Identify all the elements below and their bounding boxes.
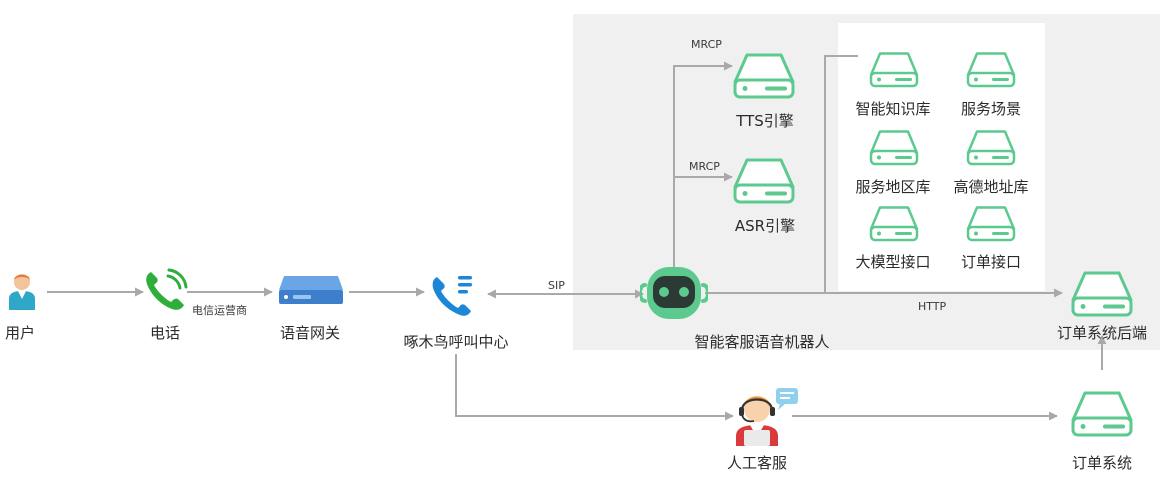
edge-callcenter-agent	[455, 354, 734, 421]
gateway-label: 语音网关	[279, 324, 341, 342]
call-center-icon	[430, 272, 478, 324]
phone-icon	[142, 268, 188, 318]
gateway-device-icon	[278, 274, 344, 310]
user-label: 用户	[4, 324, 36, 342]
mrcp-asr-edge-label: MRCP	[689, 160, 720, 173]
knowledge-base-label: 智能知识库	[855, 100, 931, 118]
edge-robot-data-services	[705, 55, 858, 294]
amap-address-server-icon	[966, 129, 1016, 171]
tts-label: TTS引擎	[736, 112, 794, 130]
robot-icon	[637, 265, 711, 325]
human-agent-label: 人工客服	[726, 454, 788, 472]
http-edge-label: HTTP	[918, 300, 947, 313]
asr-label: ASR引擎	[734, 217, 796, 235]
order-api-label: 订单接口	[960, 253, 1022, 271]
mrcp-tts-edge-label: MRCP	[691, 38, 722, 51]
headset-agent-icon	[730, 382, 802, 452]
tts-server-icon	[733, 52, 795, 104]
llm-api-label: 大模型接口	[855, 253, 931, 271]
service-region-server-icon	[869, 129, 919, 171]
order-backend-server-icon	[1071, 270, 1133, 322]
carrier-edge-label: 电信运营商	[192, 304, 247, 317]
order-backend-label: 订单系统后端	[1056, 324, 1148, 342]
sip-edge-label: SIP	[548, 279, 565, 292]
amap-address-label: 高德地址库	[953, 178, 1029, 196]
asr-server-icon	[733, 157, 795, 209]
user-icon	[4, 268, 40, 316]
order-system-label: 订单系统	[1071, 454, 1133, 472]
knowledge-base-server-icon	[869, 51, 919, 93]
llm-api-server-icon	[869, 205, 919, 247]
service-scene-label: 服务场景	[960, 100, 1022, 118]
phone-label: 电话	[149, 324, 181, 342]
service-region-label: 服务地区库	[855, 178, 931, 196]
service-scene-server-icon	[966, 51, 1016, 93]
order-system-server-icon	[1071, 390, 1133, 442]
edge-robot-tts	[673, 61, 733, 268]
robot-label: 智能客服语音机器人	[694, 333, 830, 351]
call-center-label: 啄木鸟呼叫中心	[403, 333, 509, 351]
order-api-server-icon	[966, 205, 1016, 247]
